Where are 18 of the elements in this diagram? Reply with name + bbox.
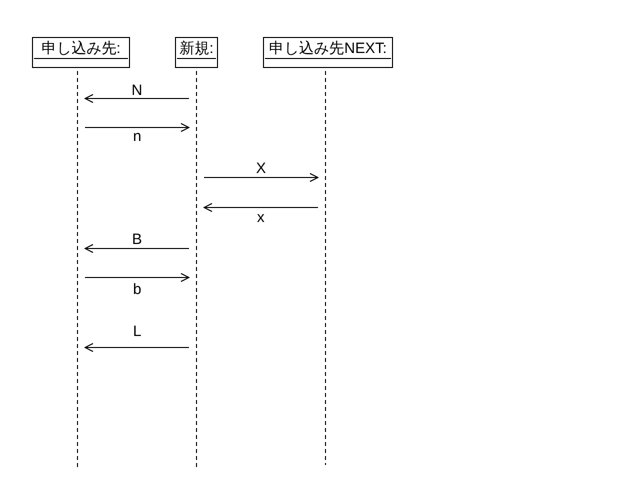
message-label: X	[256, 161, 266, 176]
message-label: b	[133, 282, 142, 297]
message-arrow	[204, 203, 318, 212]
message-arrow	[84, 94, 190, 103]
message-arrow	[84, 123, 190, 132]
message-label: L	[133, 324, 142, 339]
object-box: 新規:	[175, 37, 218, 68]
message-arrow	[84, 273, 190, 282]
object-box: 申し込み先NEXT:	[263, 37, 393, 68]
lifeline	[325, 71, 326, 465]
lifeline	[196, 71, 197, 470]
message-label: B	[132, 232, 142, 247]
message-label: N	[132, 83, 142, 98]
message-arrow	[84, 244, 190, 253]
object-box: 申し込み先:	[32, 37, 130, 68]
message-arrow	[204, 173, 318, 182]
lifeline	[77, 71, 78, 470]
message-arrow	[84, 343, 190, 352]
